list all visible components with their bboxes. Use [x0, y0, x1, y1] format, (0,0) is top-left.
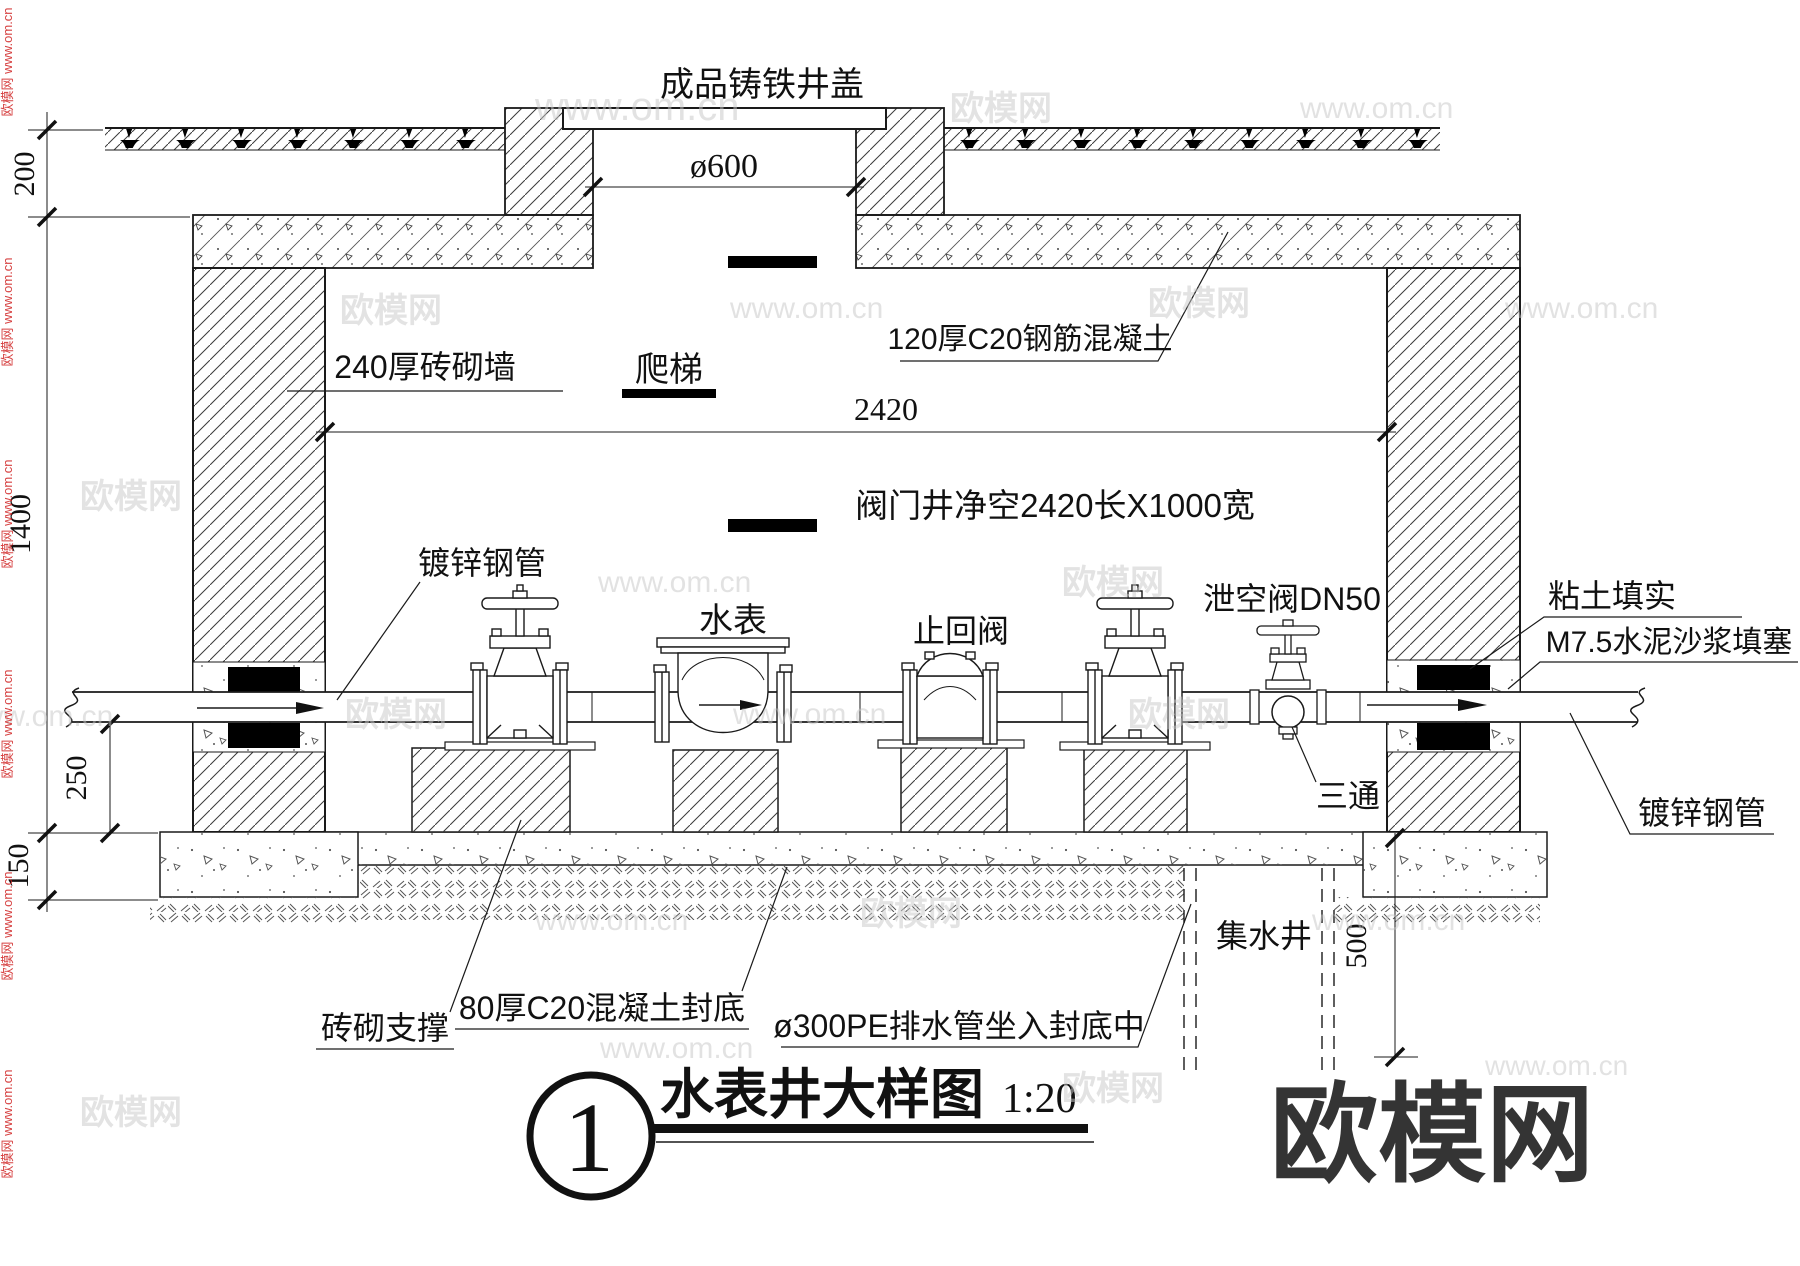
label-water-meter: 水表	[699, 602, 767, 640]
pipe-break-left	[63, 687, 80, 728]
watermark-brand: 欧模网	[1128, 696, 1230, 734]
brand-logo: 欧模网	[1270, 1074, 1594, 1195]
watermark-site: www.om.cn	[597, 566, 751, 599]
detail-number-circle	[526, 1071, 656, 1201]
label-brick-wall: 240厚砖砌墙	[334, 349, 515, 385]
water-meter	[653, 637, 793, 743]
label-drain-pipe: ø300PE排水管坐入封底中	[773, 1008, 1145, 1044]
watermark-site: www.om.cn	[599, 1032, 753, 1065]
ground-surface	[105, 127, 1440, 151]
red-mark: 欧模网 www.om.cn	[0, 7, 15, 116]
brick-pedestals	[411, 739, 1211, 833]
label-drain-valve: 泄空阀DN50	[1203, 581, 1381, 617]
label-cover: 成品铸铁井盖	[660, 66, 864, 104]
watermark-site: www.om.cn	[534, 85, 740, 129]
watermark-brand: 欧模网	[860, 895, 962, 933]
watermark-site: www.om.cn	[1299, 92, 1453, 125]
manhole-neck	[504, 107, 945, 216]
footings	[159, 831, 1548, 898]
watermark-brand: 欧模网	[1062, 564, 1164, 602]
dim-500: 500	[1340, 924, 1373, 969]
galvanized-pipe	[63, 687, 1646, 728]
dimension-600: ø600	[582, 148, 867, 198]
watermark-site: www.om.cn	[729, 292, 883, 325]
watermark-brand: 欧模网	[80, 1094, 182, 1132]
label-ladder: 爬梯	[635, 351, 703, 389]
sump-well-dashed	[1183, 868, 1335, 1076]
watermark-site: www.om.cn	[1311, 904, 1465, 937]
gate-valve-1	[470, 584, 569, 745]
watermark-brand: 欧模网	[340, 292, 442, 330]
drain-valve-tee	[1249, 619, 1327, 740]
gate-valve-2	[1085, 584, 1184, 745]
watermark-brand: 欧模网	[1148, 285, 1250, 323]
watermark-brand: 欧模网	[345, 696, 447, 734]
watermark-brand: 欧模网	[950, 90, 1052, 128]
watermark-site: www.om.cn	[732, 698, 886, 731]
dim-1400: 1400	[4, 494, 37, 554]
dimension-2420: 2420	[314, 391, 1398, 443]
label-check-valve: 止回阀	[913, 613, 1009, 649]
check-valve	[901, 651, 999, 745]
label-pipe-right: 镀锌钢管	[1638, 795, 1766, 831]
drawing-title: 水表井大样图	[660, 1065, 984, 1125]
cast-iron-cover	[562, 107, 887, 130]
leader-lines	[287, 231, 1798, 1050]
label-bottom-seal: 80厚C20混凝土封底	[459, 990, 745, 1026]
watermark-site: www.om.cn	[0, 700, 113, 733]
dimension-250: 250	[60, 713, 121, 844]
dim-600: ø600	[690, 148, 758, 185]
label-concrete-top: 120厚C20钢筋混凝土	[887, 323, 1172, 356]
drawing-scale: 1:20	[1002, 1076, 1077, 1122]
red-mark: 欧模网 www.om.cn	[0, 257, 15, 366]
ladder-rungs	[622, 256, 817, 532]
watermark-site: www.om.cn	[534, 904, 688, 937]
dim-150: 150	[2, 844, 35, 889]
red-mark: 欧模网 www.om.cn	[0, 459, 15, 568]
bottom-seal-slab	[324, 831, 1388, 866]
pipe-break-right	[1629, 687, 1646, 728]
label-tee: 三通	[1316, 778, 1380, 814]
label-sump: 集水井	[1216, 918, 1312, 954]
label-clearance: 阀门井净空2420长X1000宽	[855, 487, 1255, 524]
red-mark: 欧模网 www.om.cn	[0, 669, 15, 778]
watermark-site: www.om.cn	[1484, 1050, 1628, 1081]
label-clay-fill: 粘土填实	[1548, 578, 1676, 614]
dim-2420: 2420	[854, 391, 918, 427]
title-block: 1 水表井大样图 1:20	[526, 1065, 1094, 1201]
watermarks: www.om.cn 欧模网 www.om.cn 欧模网 www.om.cn 欧模…	[0, 85, 1658, 1132]
dimension-500: 500	[1340, 827, 1418, 1068]
ladder-label-bar	[622, 389, 716, 398]
red-mark: 欧模网 www.om.cn	[0, 871, 15, 980]
label-mortar: M7.5水泥沙浆填塞	[1546, 626, 1793, 659]
dimension-left-chain: 200 1400 150	[2, 112, 190, 912]
dim-200: 200	[8, 152, 41, 197]
watermark-brand: 欧模网	[80, 478, 182, 516]
watermark-brand: 欧模网	[1062, 1070, 1164, 1108]
dim-250: 250	[60, 756, 93, 801]
red-mark: 欧模网 www.om.cn	[0, 1069, 15, 1178]
top-concrete-slab	[192, 214, 1521, 269]
detail-number: 1	[564, 1082, 614, 1193]
watermark-site: www.om.cn	[1504, 292, 1658, 325]
red-edge-watermarks: 欧模网 www.om.cn 欧模网 www.om.cn 欧模网 www.om.c…	[0, 7, 15, 1178]
label-pipe-left: 镀锌钢管	[418, 545, 546, 581]
label-brick-support: 砖砌支撑	[321, 1010, 449, 1046]
